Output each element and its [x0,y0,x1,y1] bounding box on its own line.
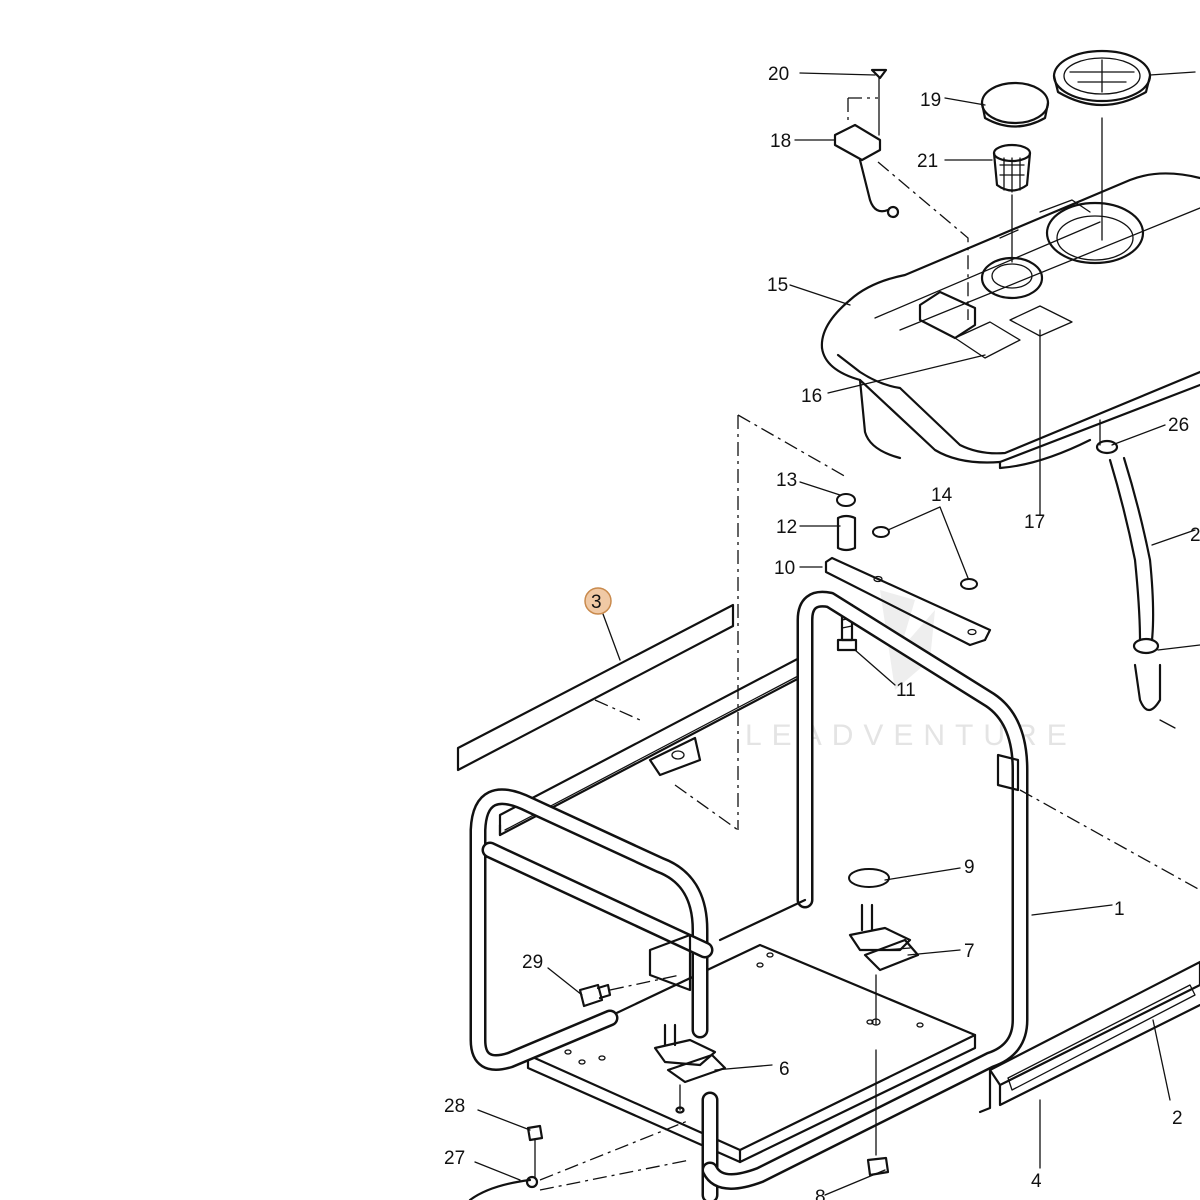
part-label-2[interactable]: 2 [1172,1108,1183,1129]
fuel-strainer-drawing [992,143,1032,263]
part-label-28[interactable]: 28 [444,1096,465,1117]
rail-drawing [978,960,1200,1114]
part-label-14[interactable]: 14 [931,485,953,506]
fuel-tank-drawing [820,172,1200,470]
part-label-13[interactable]: 13 [776,470,797,491]
bracket-hardware-drawing [674,414,992,831]
small-hardware-drawing [468,974,691,1200]
part-label-17[interactable]: 17 [1024,512,1045,533]
part-label-7[interactable]: 7 [964,941,975,962]
part-label-21[interactable]: 21 [917,151,938,172]
part-label-27[interactable]: 27 [444,1148,465,1169]
part-label-26[interactable]: 26 [1168,415,1189,436]
part-label-2-hose[interactable]: 2 [1190,525,1200,546]
part-label-11[interactable]: 11 [896,680,916,701]
part-label-15[interactable]: 15 [767,275,788,296]
part-label-1[interactable]: 1 [1114,899,1125,920]
part-label-9[interactable]: 9 [964,857,975,878]
part-label-16[interactable]: 16 [801,386,822,407]
part-label-3[interactable]: 3 [591,592,602,613]
screw-20-drawing [870,68,888,136]
part-label-20[interactable]: 20 [768,64,789,85]
fuel-cap-drawing [980,81,1050,128]
part-label-6[interactable]: 6 [779,1059,790,1080]
leader-lines [474,71,1200,1196]
fuel-hose-drawing [1095,419,1162,712]
part-label-4[interactable]: 4 [1031,1171,1042,1192]
part-labels: 3 1 2 4 6 7 8 9 10 11 12 13 14 15 16 17 … [444,64,1200,1200]
selected-part-highlight [584,587,612,615]
part-label-29[interactable]: 29 [522,952,543,973]
frame-drawing [469,590,1200,1200]
part-label-10[interactable]: 10 [774,558,795,579]
mounts-drawing [653,868,920,1177]
side-panel-3-drawing [456,603,735,772]
fuel-gauge-cap-drawing [1052,49,1152,241]
watermark-text: LEADVENTURE [745,719,1077,752]
part-label-19[interactable]: 19 [920,90,941,111]
part-label-8[interactable]: 8 [815,1187,826,1200]
part-label-12[interactable]: 12 [776,517,797,538]
fuel-gauge-drawing [833,97,969,320]
part-label-18[interactable]: 18 [770,131,791,152]
